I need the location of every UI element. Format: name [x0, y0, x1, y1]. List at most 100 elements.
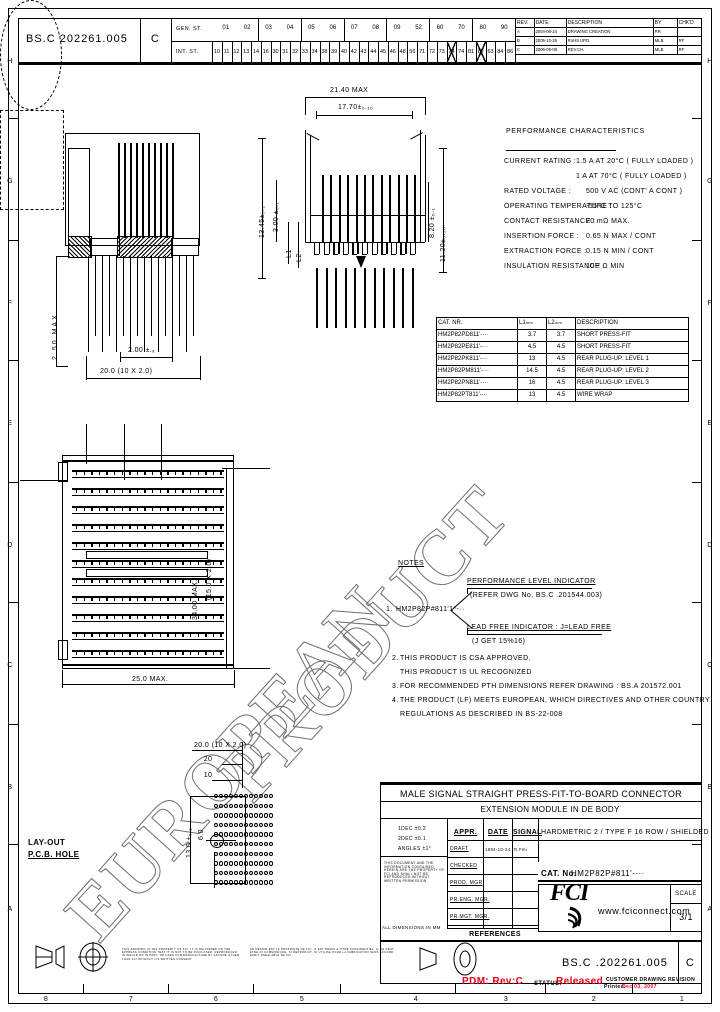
geometry-line: [121, 596, 123, 601]
geometry-line: [91, 596, 93, 601]
pcb-hole: [254, 832, 259, 837]
cat-cell-0-0: HM2P82PD811'-···: [436, 329, 518, 342]
geometry-line: [72, 585, 224, 586]
pcb-hole: [234, 822, 239, 828]
pcb-hole: [219, 880, 224, 885]
plan-slot: [86, 569, 208, 577]
geometry-line: [152, 542, 154, 547]
geometry-line: [190, 542, 192, 547]
perf-value-2: 500 V AC (CONT' A CONT ): [586, 188, 683, 195]
geometry-line: [376, 242, 378, 254]
pcb-hole: [234, 861, 239, 866]
geometry-line: [205, 506, 207, 511]
note-text-5: REGULATIONS AS DESCRIBED IN BS-22-008: [400, 711, 563, 718]
note-num-1: 1.: [386, 606, 393, 613]
geometry-line: [144, 470, 146, 475]
pcb-hole: [254, 813, 259, 818]
scale-label: SCALE: [675, 891, 697, 897]
geometry-line: [220, 560, 222, 565]
geometry-line: [167, 560, 169, 565]
geometry-line: [333, 242, 335, 254]
geometry-line: [98, 506, 101, 511]
geometry-line: [167, 542, 169, 547]
cat-cell-1-1: 4.5: [517, 341, 547, 354]
geometry-line: [167, 614, 169, 619]
geometry-line: [83, 614, 85, 619]
geometry-line: [76, 488, 78, 493]
geometry-line: [121, 470, 123, 475]
geometry-line: [72, 470, 224, 473]
pcb-hole: [254, 842, 259, 847]
rev-cell-0-3: RR: [652, 27, 678, 37]
zone-cell-gen-09: 09: [393, 25, 401, 31]
geometry-line: [328, 242, 330, 254]
note-callout-part: HM2P82P#811'1*-··: [396, 606, 465, 613]
geometry-line: [182, 524, 184, 529]
pcb-hole: [219, 813, 224, 818]
cat-header-3: DESCRIPTION: [575, 317, 689, 330]
geometry-line: [114, 614, 116, 619]
geometry-line: [182, 488, 184, 493]
geometry-line: [76, 632, 78, 637]
geometry-line: [114, 524, 116, 529]
geometry-line: [381, 242, 383, 254]
pcb-hole: [244, 832, 249, 837]
geometry-line: [91, 614, 93, 619]
pcb-hole: [264, 851, 269, 856]
geometry-line: [72, 632, 224, 635]
zone-letter-C: C: [707, 662, 713, 669]
pcb-hole: [264, 803, 269, 808]
geometry-line: [364, 268, 366, 328]
rev-cell-1-2: RoHS UPD.: [565, 36, 654, 46]
zone-letter-left-H: H: [7, 58, 13, 65]
geometry-line: [347, 242, 350, 254]
geometry-line: [136, 488, 139, 493]
pcb-hole: [229, 870, 234, 876]
pcb-hole: [254, 880, 259, 885]
rev-cell-1-4: RF: [676, 36, 703, 46]
geometry-line: [190, 524, 192, 529]
geometry-line: [190, 506, 192, 511]
geometry-line: [205, 632, 207, 637]
geometry-line: [106, 524, 108, 529]
zone-row1-label: GEN. ST.: [176, 26, 203, 32]
zone-letter-left-A: A: [7, 906, 13, 913]
pcb-hole: [234, 832, 239, 837]
drawing-number: BS.C 202261.005: [26, 33, 128, 45]
geometry-line: [83, 578, 85, 583]
geometry-line: [76, 542, 78, 547]
geometry-line: [83, 596, 85, 601]
geometry-line: [114, 578, 116, 583]
geometry-line: [121, 524, 123, 529]
geometry-line: [102, 256, 104, 352]
geometry-line: [205, 524, 207, 529]
pcb-hole: [269, 803, 274, 808]
pcb-hole: [269, 842, 274, 847]
ellipse-symbol-icon: [453, 942, 477, 976]
pdm-status-label: STATUS:: [534, 981, 562, 987]
geometry-line: [412, 268, 414, 328]
geometry-line: [129, 614, 131, 619]
pcb-hole: [254, 822, 259, 828]
perf-value-5: 0.65 N MAX / CONT: [586, 233, 657, 240]
pcb-hole: [244, 842, 249, 847]
geometry-line: [220, 506, 222, 511]
zone-cell-int-6: 30: [272, 49, 279, 55]
zone-cell-int-10: 34: [311, 49, 318, 55]
geometry-line: [83, 470, 85, 475]
pcb-hole: [224, 803, 229, 808]
geometry-line: [144, 560, 146, 565]
tb-date-0: 1994-10-24: [485, 847, 511, 852]
geometry-line: [136, 596, 139, 601]
geometry-line: [72, 477, 224, 478]
zone-number-3: 3: [503, 996, 509, 1003]
geometry-line: [72, 567, 224, 568]
zone-cell-int-17: 45: [379, 49, 387, 55]
pcb-hole: [224, 861, 229, 866]
rev-cell-1-1: 2005-10-26: [533, 36, 567, 46]
